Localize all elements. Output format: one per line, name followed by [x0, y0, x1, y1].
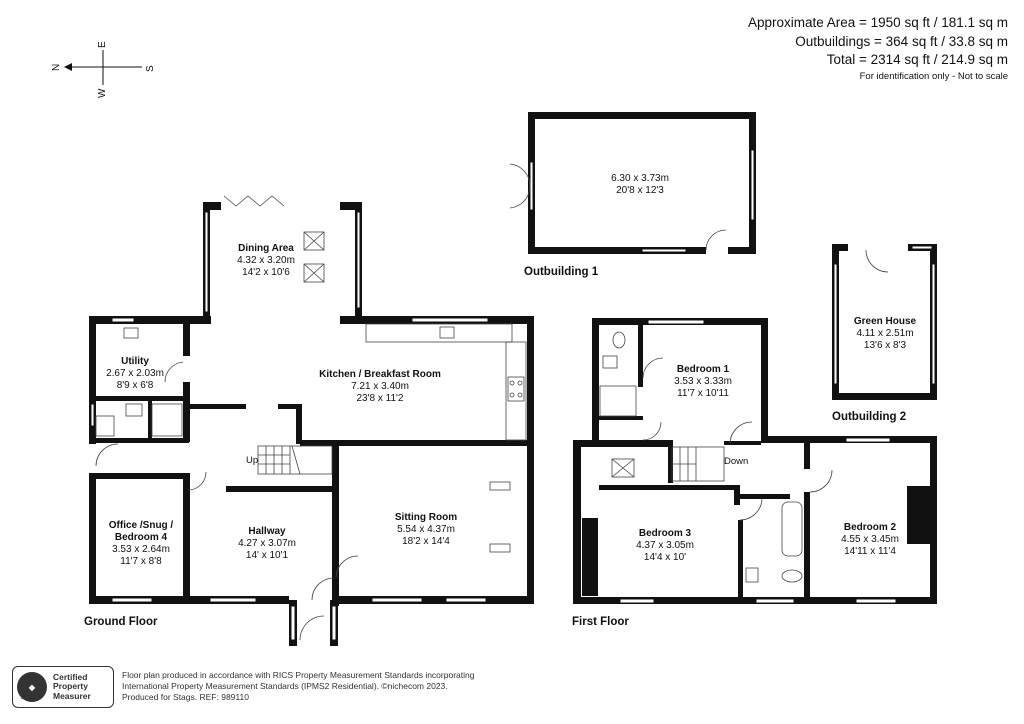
- rics-certified-badge: ◆ Certified Property Measurer RICS: [12, 666, 114, 708]
- compass-w: W: [97, 88, 108, 98]
- compass-n: N: [51, 64, 62, 71]
- kitchen-name: Kitchen / Breakfast Room: [319, 369, 441, 380]
- ground-floor-label: Ground Floor: [84, 616, 158, 628]
- bedroom2-name: Bedroom 2: [844, 522, 897, 533]
- bedroom3-metric: 4.37 x 3.05m: [636, 540, 694, 551]
- utility-imperial: 8'9 x 6'8: [117, 380, 154, 391]
- greenhouse-name: Green House: [854, 316, 917, 327]
- compass-icon: N E S W: [51, 41, 156, 98]
- footer-line-1: Floor plan produced in accordance with R…: [122, 670, 475, 680]
- disclaimer: For identification only - Not to scale: [859, 71, 1008, 82]
- outbuilding1-label: Outbuilding 1: [524, 266, 599, 278]
- office-imperial: 11'7 x 8'8: [120, 556, 162, 567]
- utility-name: Utility: [121, 356, 149, 367]
- sitting-metric: 5.54 x 4.37m: [397, 524, 455, 535]
- outbuilding2-label: Outbuilding 2: [832, 411, 906, 423]
- outbuilding-2-plan: Green House 4.11 x 2.51m 13'6 x 8'3 Outb…: [832, 244, 937, 423]
- badge-text: Certified Property Measurer: [53, 671, 91, 701]
- total-area: Total = 2314 sq ft / 214.9 sq m: [826, 52, 1008, 67]
- bedroom3-name: Bedroom 3: [639, 528, 692, 539]
- outbuilding-1-plan: 6.30 x 3.73m 20'8 x 12'3 Outbuilding 1: [509, 112, 756, 278]
- footer-line-2: International Property Measurement Stand…: [122, 681, 448, 691]
- kitchen-imperial: 23'8 x 11'2: [356, 393, 403, 404]
- compass-e: E: [97, 41, 108, 48]
- footer-line-3: Produced for Stags. REF: 989110: [122, 692, 249, 702]
- rics-org-label: RICS: [21, 694, 38, 701]
- bedroom1-name: Bedroom 1: [677, 364, 730, 375]
- sitting-imperial: 18'2 x 14'4: [402, 536, 450, 547]
- ground-floor-plan: Dining Area 4.32 x 3.20m 14'2 x 10'6 Kit…: [84, 195, 534, 646]
- skylight-icon: [303, 231, 325, 283]
- hallway-metric: 4.27 x 3.07m: [238, 538, 296, 549]
- first-floor-label: First Floor: [572, 616, 629, 628]
- outbuilding1-imperial: 20'8 x 12'3: [616, 185, 664, 196]
- rics-logo-icon: ◆: [17, 672, 47, 702]
- outbuilding1-metric: 6.30 x 3.73m: [611, 173, 669, 184]
- office-name-1: Office /Snug /: [109, 520, 174, 531]
- greenhouse-metric: 4.11 x 2.51m: [856, 328, 913, 339]
- outbuildings-area: Outbuildings = 364 sq ft / 33.8 sq m: [795, 34, 1008, 49]
- bedroom1-imperial: 11'7 x 10'11: [677, 388, 729, 399]
- bedroom1-metric: 3.53 x 3.33m: [674, 376, 732, 387]
- greenhouse-imperial: 13'6 x 8'3: [864, 340, 907, 351]
- approximate-area: Approximate Area = 1950 sq ft / 181.1 sq…: [747, 15, 1008, 30]
- office-metric: 3.53 x 2.64m: [112, 544, 170, 555]
- utility-metric: 2.67 x 2.03m: [106, 368, 164, 379]
- dining-imperial: 14'2 x 10'6: [242, 267, 290, 278]
- hallway-imperial: 14' x 10'1: [246, 550, 289, 561]
- dining-metric: 4.32 x 3.20m: [237, 255, 295, 266]
- kitchen-metric: 7.21 x 3.40m: [351, 381, 409, 392]
- bedroom2-imperial: 14'11 x 11'4: [844, 546, 896, 557]
- office-name-2: Bedroom 4: [115, 532, 168, 543]
- dining-name: Dining Area: [238, 243, 294, 254]
- up-label: Up: [246, 455, 258, 466]
- compass-s: S: [145, 65, 156, 72]
- hallway-name: Hallway: [248, 526, 286, 537]
- ground-stairs: [257, 445, 333, 475]
- footer-note: Floor plan produced in accordance with R…: [122, 670, 542, 703]
- bedroom3-imperial: 14'4 x 10': [644, 552, 686, 563]
- first-floor-plan: Bedroom 1 3.53 x 3.33m 11'7 x 10'11 Bedr…: [572, 318, 937, 628]
- down-label: Down: [724, 456, 748, 467]
- bedroom2-metric: 4.55 x 3.45m: [841, 534, 899, 545]
- sitting-name: Sitting Room: [395, 512, 457, 523]
